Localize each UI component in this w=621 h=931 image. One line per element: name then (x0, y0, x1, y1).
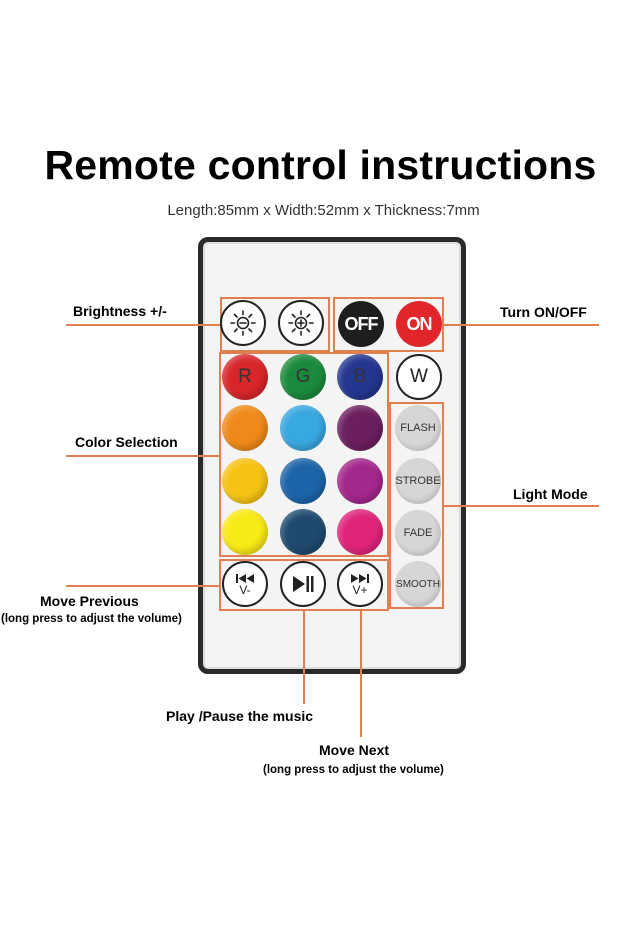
previous-button[interactable]: V- (222, 561, 268, 607)
blue-button-label: B (353, 366, 367, 387)
color-group-box (219, 352, 389, 557)
volume-up-label: V+ (352, 582, 368, 597)
volume-down-label: V- (239, 582, 251, 597)
turn-on-off-label: Turn ON/OFF (500, 304, 587, 320)
color-leader-line (66, 455, 219, 457)
flash-button[interactable]: FLASH (395, 405, 441, 451)
sun-plus-icon (288, 310, 314, 336)
next-track-icon (351, 573, 369, 583)
fade-button[interactable]: FADE (395, 510, 441, 556)
play-pause-leader-line (303, 609, 305, 704)
color-selection-label: Color Selection (75, 434, 178, 450)
white-button-label: W (410, 366, 428, 387)
navy-button[interactable] (280, 509, 326, 555)
power-leader-line (444, 324, 599, 326)
next-button[interactable]: V+ (337, 561, 383, 607)
green-button[interactable]: G (280, 354, 326, 400)
dimensions-text: Length:85mm x Width:52mm x Thickness:7mm (167, 202, 480, 219)
move-next-note: (long press to adjust the volume) (263, 764, 444, 776)
brightness-label: Brightness +/- (73, 303, 167, 319)
red-button[interactable]: R (222, 354, 268, 400)
play-pause-label: Play /Pause the music (166, 708, 314, 724)
pink-button[interactable] (337, 509, 383, 555)
move-previous-note: (long press to adjust the volume) (1, 613, 182, 625)
brightness-down-button[interactable] (220, 300, 266, 346)
move-previous-label: Move Previous (40, 593, 139, 609)
mid-blue-button[interactable] (280, 458, 326, 504)
smooth-button[interactable]: SMOOTH (395, 561, 441, 607)
brightness-leader-line (66, 324, 220, 326)
mode-leader-line (444, 505, 599, 507)
magenta-button[interactable] (337, 458, 383, 504)
blue-button[interactable]: B (337, 354, 383, 400)
red-button-label: R (238, 366, 252, 387)
sky-blue-button[interactable] (280, 405, 326, 451)
strobe-button[interactable]: STROBE (395, 458, 441, 504)
on-button[interactable]: ON (396, 301, 442, 347)
light-mode-label: Light Mode (513, 486, 588, 502)
mode-group-box (389, 402, 444, 609)
previous-leader-line (66, 585, 219, 587)
page-title: Remote control instructions (44, 142, 597, 188)
green-button-label: G (295, 366, 311, 387)
orange-button[interactable] (222, 405, 268, 451)
off-button[interactable]: OFF (338, 301, 384, 347)
yellow-button[interactable] (222, 458, 268, 504)
power-group-box (333, 297, 444, 352)
next-leader-line (360, 609, 362, 737)
white-button[interactable]: W (396, 354, 442, 400)
brightness-up-button[interactable] (278, 300, 324, 346)
play-pause-icon (293, 576, 314, 592)
move-next-label: Move Next (319, 742, 390, 758)
purple-button[interactable] (337, 405, 383, 451)
lemon-button[interactable] (222, 509, 268, 555)
sun-minus-icon (230, 310, 256, 336)
previous-track-icon (236, 573, 254, 583)
play-pause-button[interactable] (280, 561, 326, 607)
